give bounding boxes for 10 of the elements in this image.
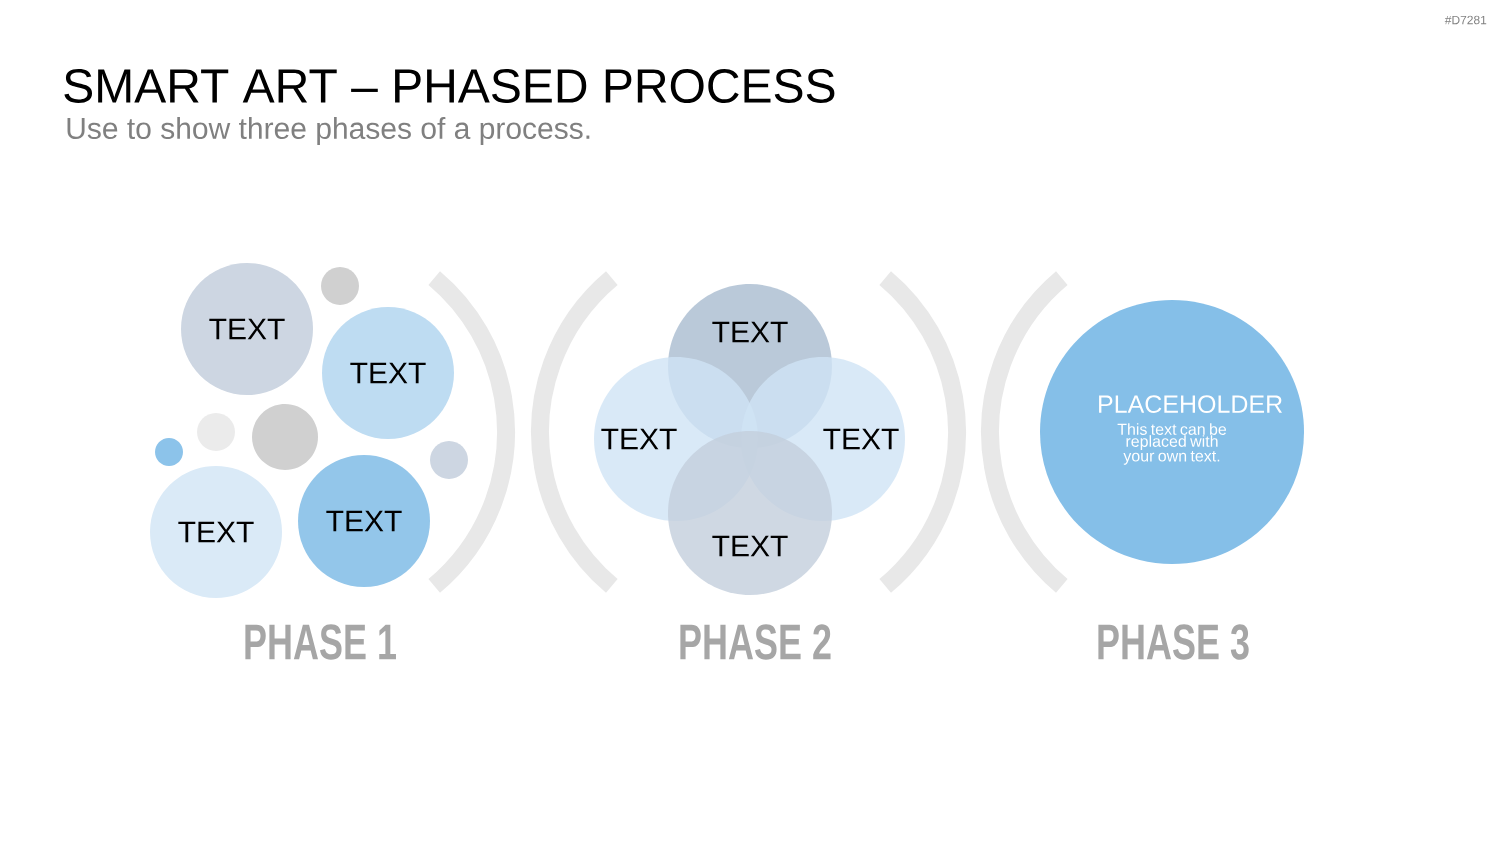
phase-label: PHASE 2	[680, 624, 831, 660]
circle	[252, 404, 318, 470]
circle	[321, 267, 359, 305]
circle	[155, 438, 183, 466]
phase-label: PHASE 1	[245, 624, 396, 660]
title: SMART ART – PHASED PROCESS	[64, 69, 835, 103]
subtitle: Use to show three phases of a process.	[67, 117, 590, 145]
circle	[430, 441, 468, 479]
phase-label: PHASE 3	[1098, 624, 1249, 660]
slide-code: #D7281	[1444, 15, 1487, 25]
